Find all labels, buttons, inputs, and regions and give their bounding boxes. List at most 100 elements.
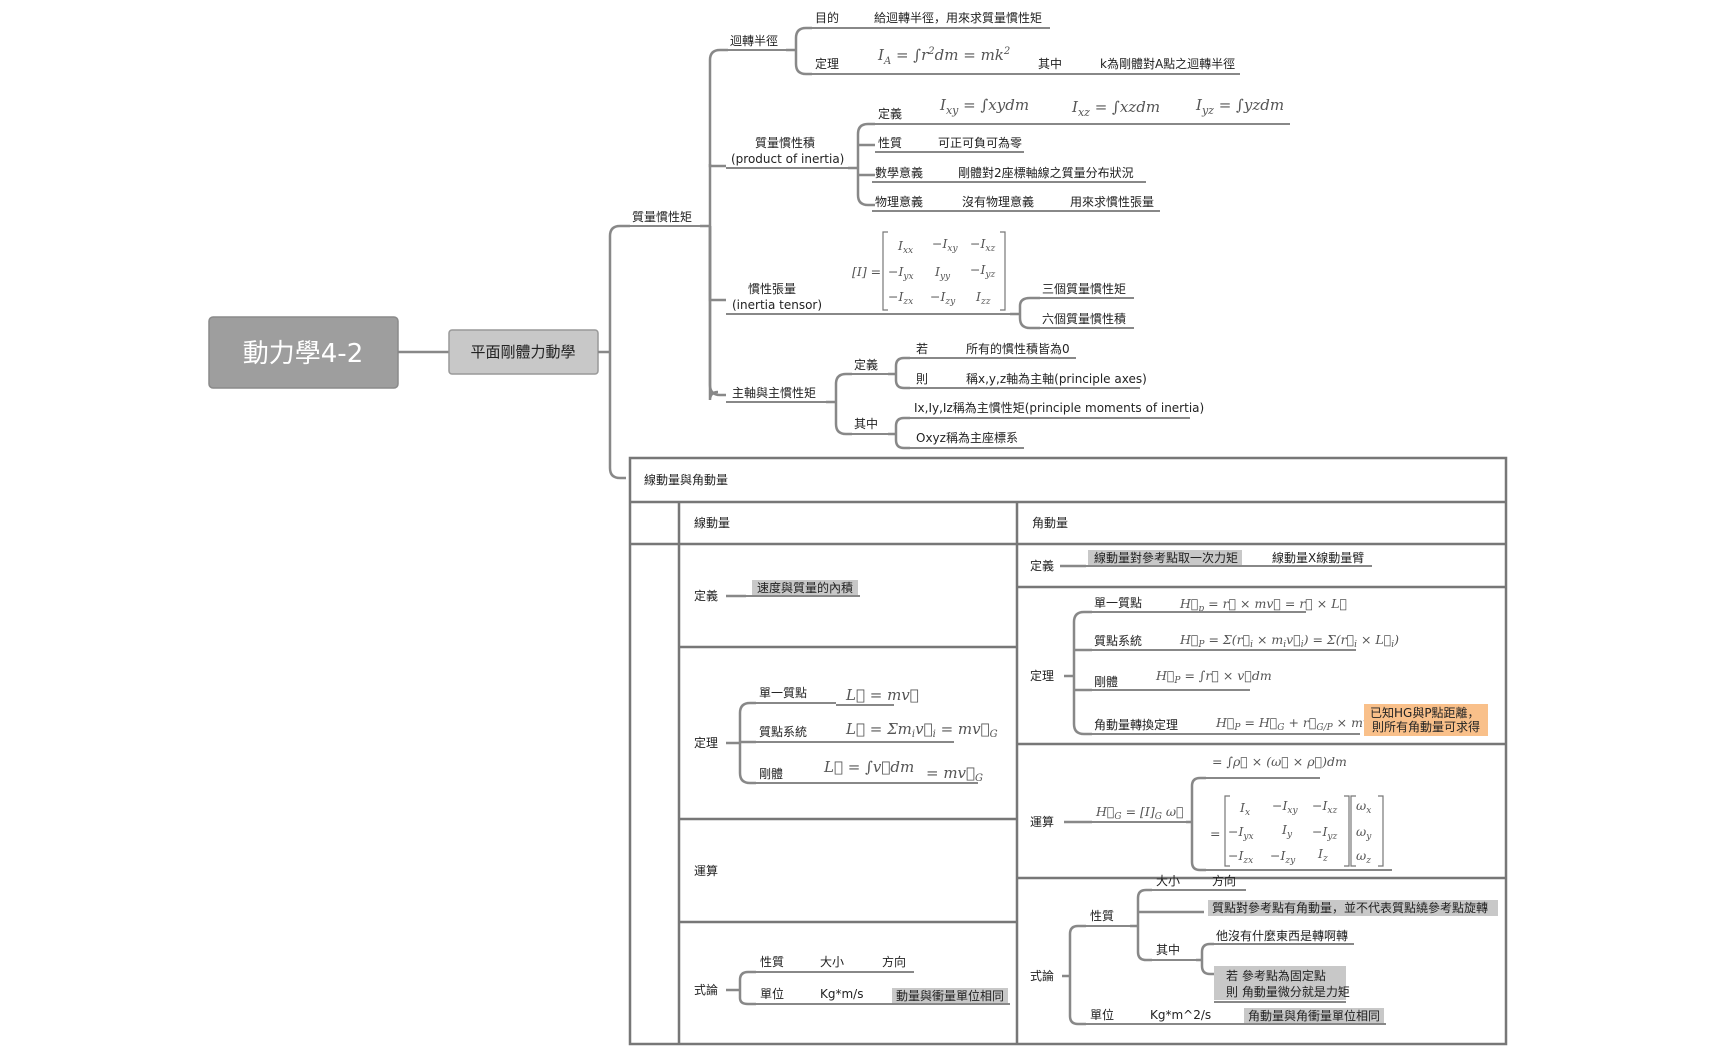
svg-text:−Ixy: −Ixy	[932, 236, 958, 254]
angular-unit-note-highlight	[1244, 1008, 1384, 1024]
angular-system-formula: H⃗P = Σ(r⃗i × miv⃗i) = Σ(r⃗i × L⃗i)	[1179, 632, 1399, 650]
linear-single-formula: L⃗ = mv⃗	[845, 686, 919, 704]
principal-where-text-1: Ix,Iy,Iz稱為主慣性矩(principle moments of iner…	[914, 400, 1204, 415]
tensor-matrix-formula: [I] = Ixx −Ixy −Ixz −Iyx Iyy −Iyz −Izx −…	[852, 231, 1006, 311]
principal-if-label: 若	[916, 342, 928, 356]
principal-then-text: 稱x,y,z軸為主軸(principle axes)	[966, 372, 1147, 386]
momentum-col-angular: 角動量	[1032, 516, 1068, 530]
angular-single-formula: H⃗p = r⃗ × mv⃗ = r⃗ × L⃗	[1179, 596, 1347, 614]
svg-text:−Iyx: −Iyx	[888, 264, 914, 282]
principal-branch	[826, 372, 852, 436]
angular-where-label: 其中	[1156, 942, 1180, 957]
linear-prop-dir: 方向	[882, 954, 906, 969]
momentum-title: 線動量與角動量	[644, 472, 728, 487]
tensor-label-2: (inertia tensor)	[732, 298, 822, 312]
tensor-label-1: 慣性張量	[748, 281, 796, 296]
tensor-item-2: 六個質量慣性積	[1042, 311, 1126, 326]
angular-transfer-note-1: 已知HG與P點距離，	[1370, 706, 1480, 720]
moi-label: 質量慣性矩	[632, 209, 692, 224]
angular-thm-branch	[1064, 610, 1092, 736]
root-node[interactable]: 動力學4-2	[208, 316, 399, 389]
principal-where-branch	[888, 416, 910, 450]
angular-transfer-note-2: 則所有角動量可求得	[1372, 719, 1480, 734]
main-topic-label: 平面剛體力動學	[470, 343, 575, 361]
angular-rigid-label: 剛體	[1094, 675, 1118, 689]
linear-rigid-formula-2: = mv⃗G	[926, 764, 983, 784]
product-branch	[848, 122, 875, 207]
gyration-purpose-label: 目的	[815, 10, 839, 25]
angular-unit-label: 單位	[1090, 1007, 1114, 1022]
principal-where-text-2: Oxyz稱為主座標系	[916, 430, 1018, 445]
linear-rigid-formula: L⃗ = ∫v⃗dm	[823, 758, 914, 776]
angular-note1-highlight	[1208, 900, 1498, 916]
angular-calc-branch	[1186, 776, 1206, 872]
svg-text:ωz: ωz	[1356, 848, 1371, 866]
angular-note-1: 質點對參考點有角動量，並不代表質點繞參考點旋轉	[1212, 900, 1488, 915]
gyration-purpose-text: 給迴轉半徑，用來求質量慣性矩	[874, 10, 1042, 25]
svg-text:Ixx: Ixx	[897, 238, 913, 256]
svg-text:−Iyx: −Iyx	[1228, 824, 1254, 842]
root-label: 動力學4-2	[243, 339, 363, 369]
angular-where-branch	[1196, 942, 1214, 976]
moi-branch-lines-2	[708, 164, 726, 302]
main-branch-lines	[598, 224, 630, 480]
svg-text:−Ixz: −Ixz	[1312, 798, 1337, 816]
gyration-where-label: 其中	[1038, 56, 1062, 71]
linear-unit-value: Kg*m/s	[820, 987, 863, 1001]
product-def-label: 定義	[878, 106, 902, 121]
linear-misc-label: 式論	[694, 982, 718, 997]
angular-unit-note: 角動量與角衝量單位相同	[1248, 1008, 1380, 1023]
main-topic-node[interactable]: 平面剛體力動學	[448, 329, 599, 375]
svg-text:−Iyz: −Iyz	[970, 262, 996, 280]
product-phys-text: 沒有物理意義	[962, 194, 1034, 209]
svg-text:Iyy: Iyy	[934, 264, 951, 282]
angular-unit-value: Kg*m^2/s	[1150, 1008, 1211, 1022]
product-label-2: (product of inertia)	[731, 152, 844, 166]
angular-def-highlight	[1088, 550, 1242, 566]
angular-def-text-2: 線動量X線動量臂	[1272, 550, 1364, 565]
svg-text:ωx: ωx	[1356, 798, 1371, 816]
svg-text:=: =	[1210, 826, 1220, 841]
gyration-theorem-formula: IA = ∫r2dm = mk2	[877, 46, 1010, 67]
svg-text:−Ixy: −Ixy	[1272, 798, 1298, 816]
linear-def-text: 速度與質量的內積	[757, 580, 853, 595]
linear-single-label: 單一質點	[759, 685, 807, 700]
angular-transfer-label: 角動量轉換定理	[1094, 717, 1178, 732]
svg-text:−Izx: −Izx	[888, 289, 913, 307]
svg-text:Iz: Iz	[1317, 846, 1328, 864]
product-prop-text: 可正可負可為零	[938, 136, 1022, 150]
angular-prop-label: 性質	[1090, 908, 1114, 923]
angular-thm-label: 定理	[1030, 668, 1054, 683]
angular-size-label: 大小	[1156, 874, 1180, 888]
angular-where-text2-highlight	[1214, 966, 1346, 1000]
product-def-formula-2: Ixz = ∫xzdm	[1071, 98, 1160, 119]
gyration-branch	[786, 26, 812, 76]
angular-def-label: 定義	[1030, 558, 1054, 573]
angular-rigid-formula: H⃗P = ∫r⃗ × v⃗dm	[1155, 668, 1272, 686]
angular-misc-label: 式論	[1030, 968, 1054, 983]
linear-def-highlight	[752, 580, 858, 596]
svg-text:−Izx: −Izx	[1228, 848, 1253, 866]
linear-misc-branch	[726, 970, 756, 1006]
svg-text:Iy: Iy	[1281, 822, 1293, 840]
svg-text:−Izy: −Izy	[1270, 848, 1296, 866]
angular-where-text-2b: 則 角動量微分就是力矩	[1226, 985, 1350, 999]
angular-calc-formula-1: = ∫ρ⃗ × (ω⃗ × ρ⃗)dm	[1212, 754, 1347, 769]
angular-transfer-note-box	[1364, 704, 1488, 736]
product-phys-label: 物理意義	[875, 194, 923, 209]
svg-text:[I] =: [I] =	[852, 264, 881, 279]
linear-rigid-label: 剛體	[759, 767, 783, 781]
linear-unit-note: 動量與衝量單位相同	[896, 988, 1004, 1003]
linear-system-formula: L⃗ = Σmiv⃗i = mv⃗G	[845, 720, 998, 740]
gyration-label: 迴轉半徑	[730, 34, 778, 48]
tensor-item-1: 三個質量慣性矩	[1042, 281, 1126, 296]
product-math-label: 數學意義	[875, 165, 923, 180]
svg-text:ωy: ωy	[1356, 824, 1372, 842]
svg-text:Izz: Izz	[975, 289, 991, 307]
angular-calc-matrix: = Ix −Ixy −Ixz −Iyx Iy −Iyz −Izx −Izy Iz…	[1210, 795, 1384, 867]
gyration-where-text: k為剛體對A點之迴轉半徑	[1100, 57, 1235, 71]
angular-calc-lhs: H⃗G = [I]G ω⃗	[1095, 804, 1184, 822]
linear-prop-size: 大小	[820, 955, 844, 969]
linear-prop-label: 性質	[760, 954, 784, 969]
